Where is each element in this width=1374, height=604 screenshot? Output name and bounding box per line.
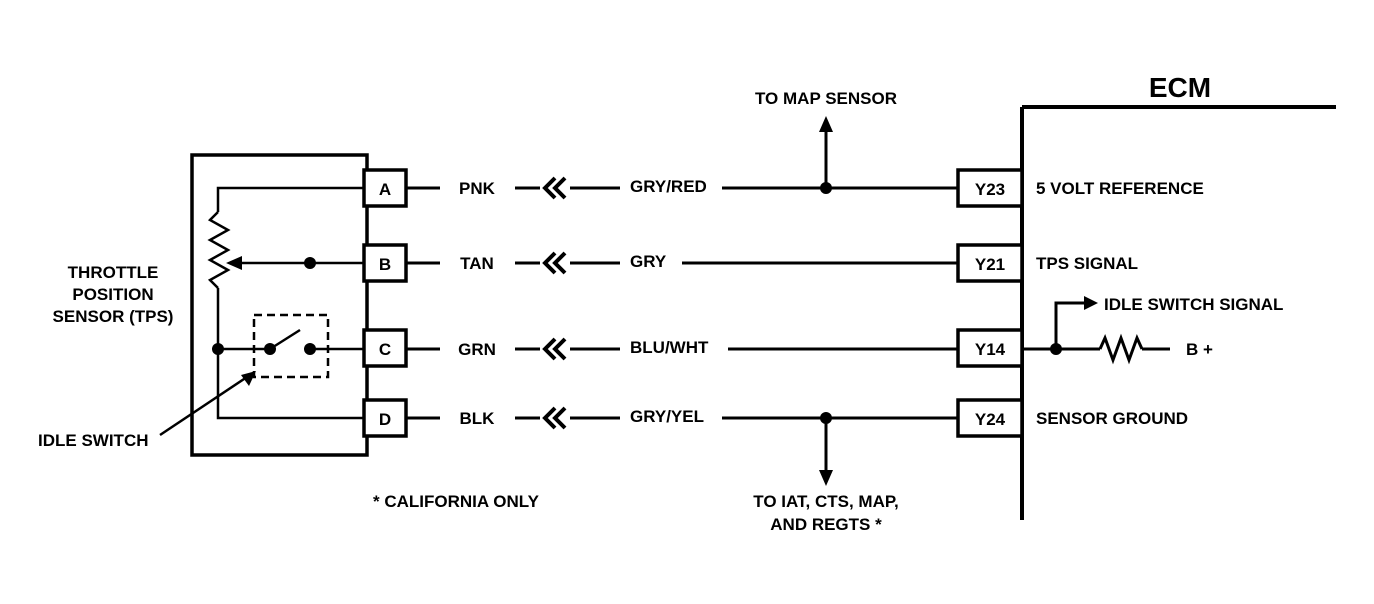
tps-label-line3: SENSOR (TPS) (53, 307, 174, 326)
inline-connector-symbols (542, 176, 567, 430)
pin-c-label: C (379, 340, 391, 359)
harness-wires (406, 186, 958, 420)
b-plus-label: B + (1186, 340, 1213, 359)
wire-d-harness-color: GRY/YEL (630, 407, 704, 426)
wire-d-tps-color: BLK (460, 409, 496, 428)
ecm-pin-y21-label: Y21 (975, 255, 1005, 274)
ecm-sensor-ground-label: SENSOR GROUND (1036, 409, 1188, 428)
to-iat-label-line2: AND REGTS * (770, 515, 882, 534)
idle-switch-signal-circuit (1022, 296, 1170, 365)
ecm-pin-y23-box (956, 168, 1024, 208)
idle-switch-pointer-arrowhead (241, 371, 256, 386)
ecm-pin-y21-box (956, 243, 1024, 283)
wire-c-tps-color: GRN (458, 340, 496, 359)
pin-a-label: A (379, 180, 391, 199)
tps-sensor-body (190, 153, 369, 457)
wire-b-tps-color: TAN (460, 254, 494, 273)
wire-c-harness-color: BLU/WHT (630, 338, 709, 357)
tps-label-line1: THROTTLE (68, 263, 159, 282)
map-sensor-splice (819, 116, 833, 194)
pin-b-label: B (379, 255, 391, 274)
ecm-pin-y14-box (956, 328, 1024, 368)
wire-a-harness-color: GRY/RED (630, 177, 707, 196)
sensor-ground-splice (819, 412, 833, 486)
ecm-pin-y14-label: Y14 (975, 340, 1006, 359)
to-map-sensor-label: TO MAP SENSOR (755, 89, 897, 108)
tps-pin-a-box (362, 168, 408, 208)
to-iat-label-line1: TO IAT, CTS, MAP, (753, 492, 898, 511)
tps-internal-wiring (207, 186, 364, 420)
ecm-pin-y24-label: Y24 (975, 410, 1006, 429)
wire-b-harness-color: GRY (630, 252, 667, 271)
ecm-pin-y23-label: Y23 (975, 180, 1005, 199)
idle-switch-signal-label: IDLE SWITCH SIGNAL (1104, 295, 1283, 314)
california-only-note: * CALIFORNIA ONLY (373, 492, 540, 511)
idle-switch-pointer (159, 373, 251, 437)
wire-a-tps-color: PNK (459, 179, 496, 198)
ecm-title: ECM (1149, 72, 1211, 103)
ecm-pin-y24-box (956, 398, 1024, 438)
tps-pin-b-box (362, 243, 408, 283)
tps-label-line2: POSITION (72, 285, 153, 304)
idle-switch-label: IDLE SWITCH (38, 431, 149, 450)
ecm-5v-reference-label: 5 VOLT REFERENCE (1036, 179, 1204, 198)
pin-d-label: D (379, 410, 391, 429)
ecm-tps-signal-label: TPS SIGNAL (1036, 254, 1138, 273)
